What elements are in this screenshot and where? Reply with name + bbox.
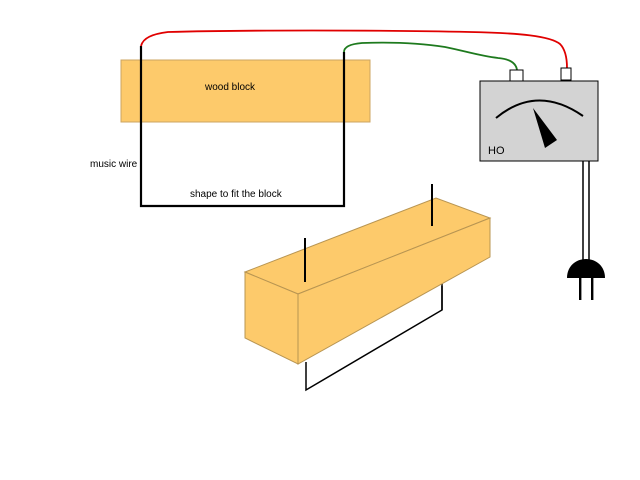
meter-scale-arc [495, 99, 584, 119]
plug-prong-right [591, 278, 594, 300]
meter-label: HO [488, 145, 505, 157]
analog-meter-icon: HO [479, 67, 599, 162]
shape-note-label: shape to fit the block [190, 189, 283, 200]
music-wire-under-block [305, 286, 443, 392]
wood-block-flat [120, 59, 371, 123]
meter-terminal-left [509, 69, 524, 83]
wood-block-label: wood block [204, 82, 256, 93]
wood-block-3d [243, 197, 492, 365]
plug-body [567, 259, 605, 278]
meter-needle [533, 108, 557, 148]
plug-prong-left [579, 278, 582, 300]
music-wire-label: music wire [90, 159, 138, 170]
meter-terminal-right [560, 67, 572, 81]
music-wire-u [139, 46, 346, 208]
green-lead-wire [343, 41, 518, 71]
mains-plug-icon [567, 259, 605, 300]
wood-block-3d-front [244, 271, 299, 365]
red-lead-wire [140, 29, 568, 69]
